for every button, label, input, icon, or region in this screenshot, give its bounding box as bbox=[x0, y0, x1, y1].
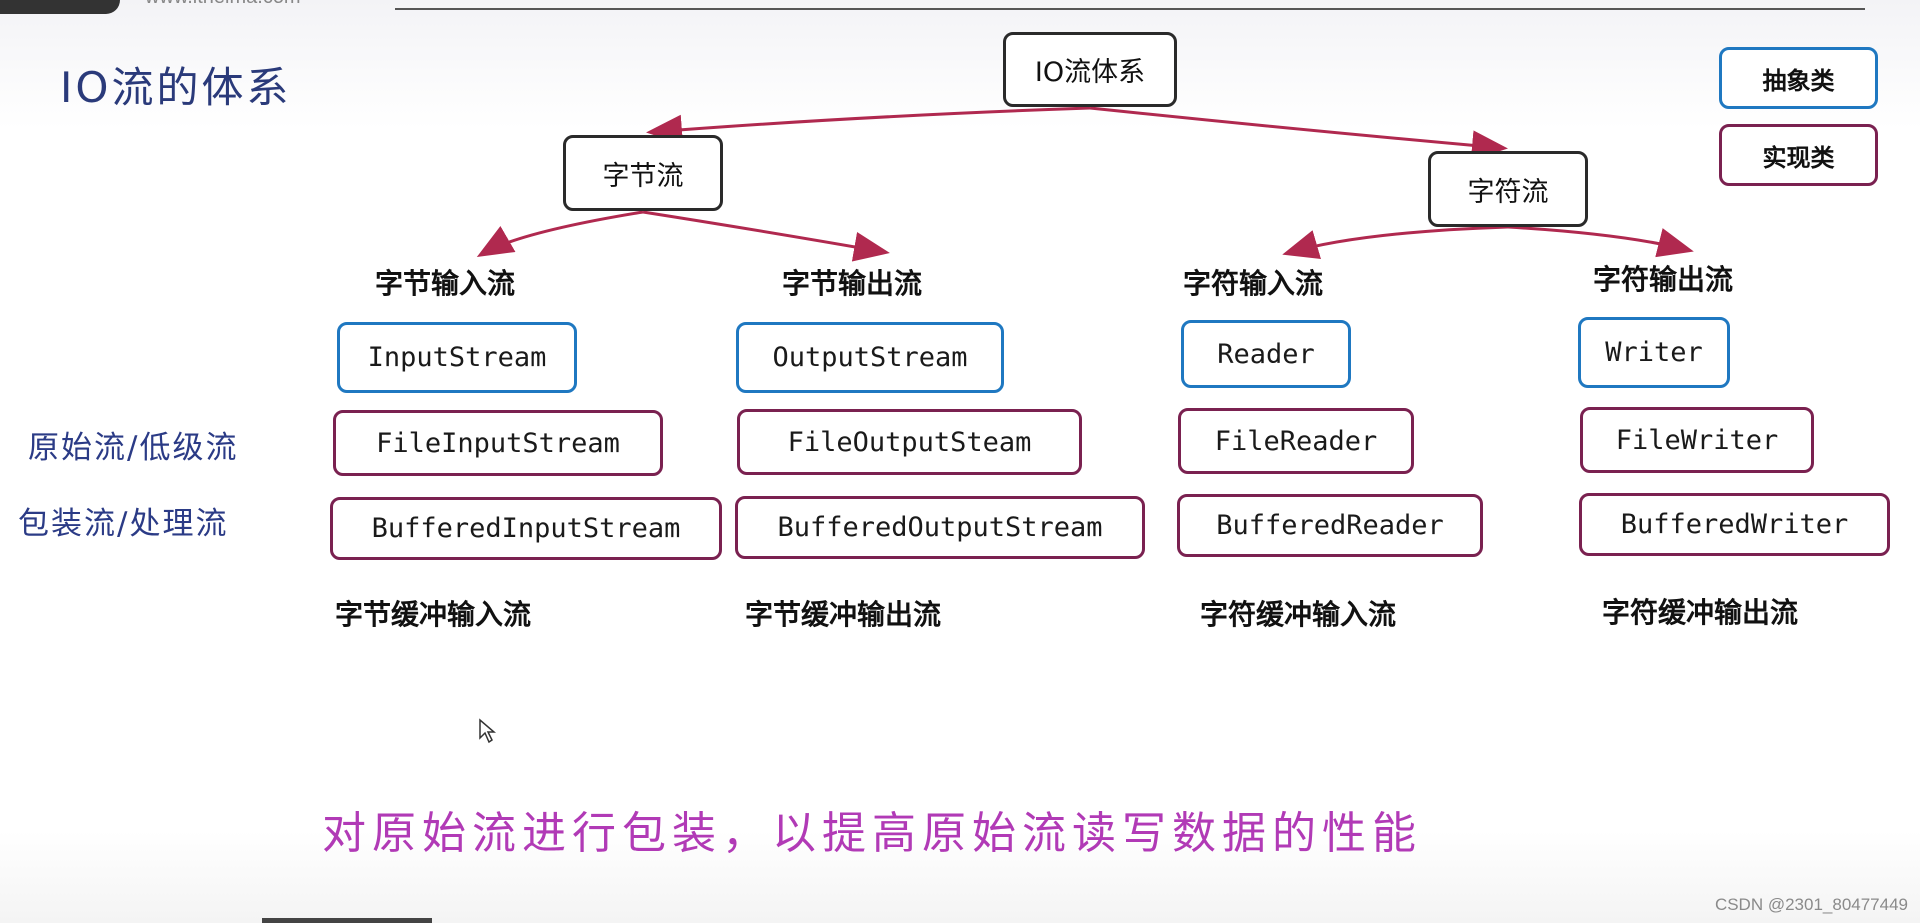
category-char-stream: 字符流 bbox=[1428, 151, 1588, 227]
logo bbox=[0, 0, 120, 14]
category-byte-stream: 字节流 bbox=[563, 135, 723, 211]
buffered-label-byte-input: 字节缓冲输入流 bbox=[335, 598, 532, 631]
class-bufferedinputstream: BufferedInputStream bbox=[330, 497, 722, 560]
link-byte-in bbox=[476, 210, 644, 258]
link-root-byte bbox=[646, 106, 1091, 145]
row-label-basic: 原始流/低级流 bbox=[28, 430, 239, 466]
class-bufferedoutputstream: BufferedOutputStream bbox=[735, 496, 1145, 559]
link-char-in bbox=[1282, 225, 1509, 260]
class-filewriter: FileWriter bbox=[1580, 407, 1814, 473]
buffered-label-char-output: 字符缓冲输出流 bbox=[1602, 596, 1799, 629]
class-fileoutputsteam: FileOutputSteam bbox=[737, 409, 1082, 475]
link-root-char bbox=[1089, 106, 1508, 161]
watermark: CSDN @2301_80477449 bbox=[1714, 895, 1908, 914]
page-title: IO流的体系 bbox=[60, 63, 292, 112]
branch-label-byte-output: 字节输出流 bbox=[782, 267, 923, 300]
branch-label-char-output: 字符输出流 bbox=[1593, 263, 1734, 296]
root-node: IO流体系 bbox=[1003, 32, 1177, 107]
buffered-label-char-input: 字符缓冲输入流 bbox=[1200, 598, 1397, 631]
class-fileinputstream: FileInputStream bbox=[333, 410, 663, 476]
class-outputstream: OutputStream bbox=[736, 322, 1004, 393]
class-filereader: FileReader bbox=[1178, 408, 1414, 474]
legend-impl-class: 实现类 bbox=[1719, 124, 1878, 186]
mouse-cursor-icon bbox=[479, 718, 496, 744]
buffered-label-byte-output: 字节缓冲输出流 bbox=[745, 598, 942, 631]
class-inputstream: InputStream bbox=[337, 322, 577, 393]
link-byte-out bbox=[642, 210, 890, 262]
branch-label-char-input: 字符输入流 bbox=[1183, 267, 1324, 300]
top-rule bbox=[395, 0, 1865, 10]
row-label-buffered: 包装流/处理流 bbox=[18, 506, 229, 542]
legend-abstract-class: 抽象类 bbox=[1719, 47, 1878, 109]
link-char-out bbox=[1507, 225, 1694, 258]
top-url: www.itheima.com bbox=[145, 0, 301, 9]
class-writer: Writer bbox=[1578, 317, 1730, 388]
class-bufferedwriter: BufferedWriter bbox=[1579, 493, 1890, 556]
bottom-mark bbox=[262, 918, 432, 923]
footnote: 对原始流进行包装，以提高原始流读写数据的性能 bbox=[322, 808, 1422, 859]
class-bufferedreader: BufferedReader bbox=[1177, 494, 1483, 557]
class-reader: Reader bbox=[1181, 320, 1351, 388]
branch-label-byte-input: 字节输入流 bbox=[375, 267, 516, 300]
